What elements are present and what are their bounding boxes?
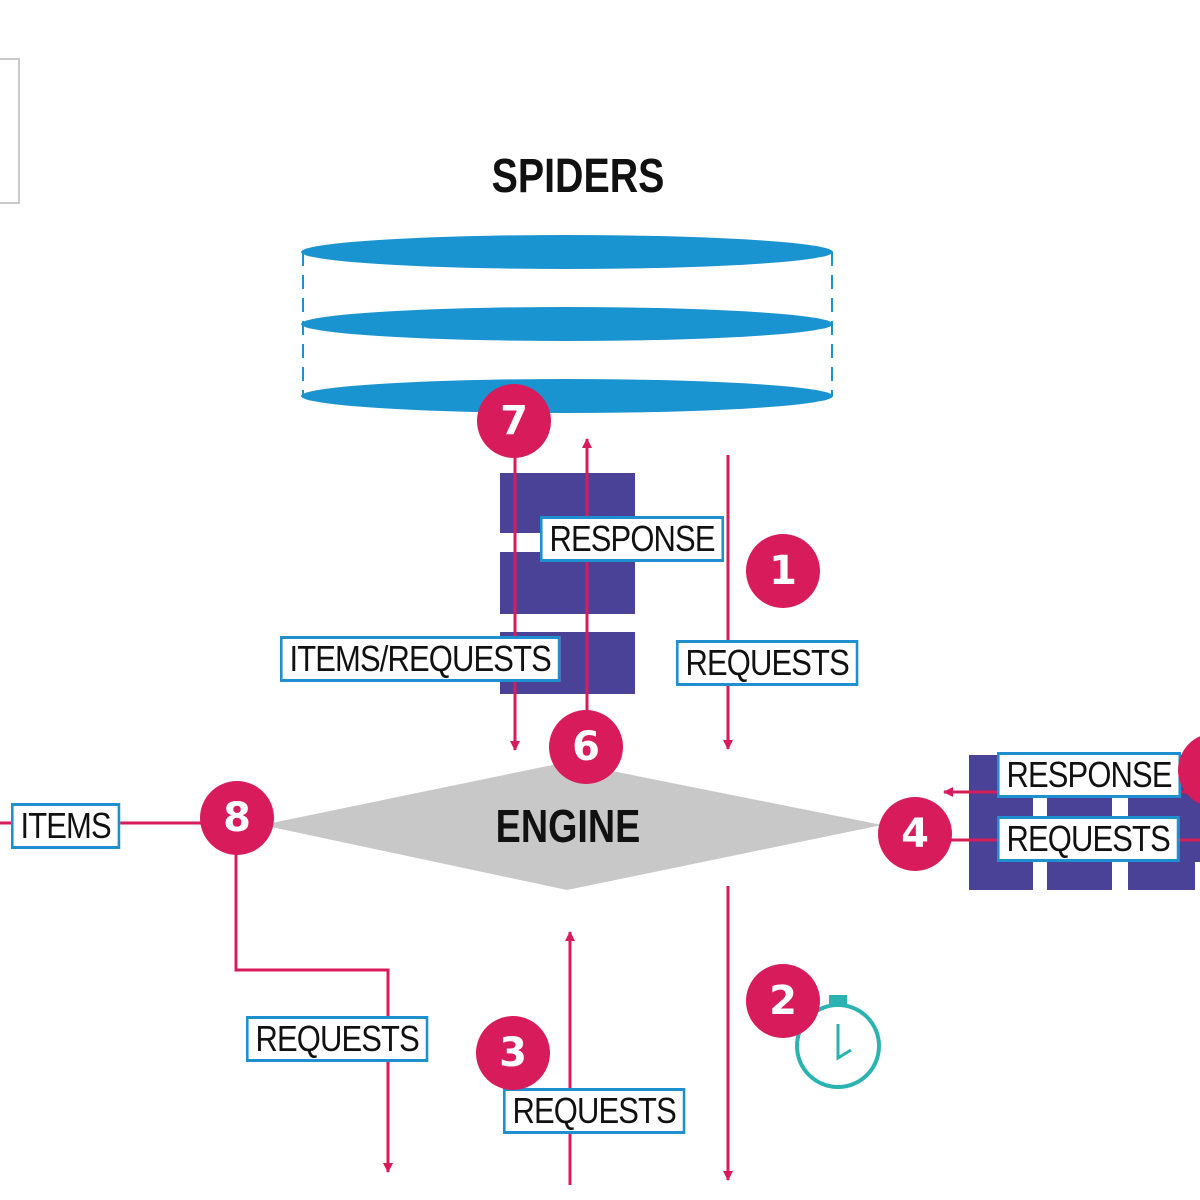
step-badge-3: 3 bbox=[476, 1016, 550, 1090]
step-badge-2: 2 bbox=[746, 964, 820, 1038]
engine-title: ENGINE bbox=[495, 800, 641, 852]
label-response-downloader: RESPONSE bbox=[997, 752, 1182, 798]
step-badge-5-partial bbox=[1178, 733, 1200, 807]
step-badge-7: 7 bbox=[477, 384, 551, 458]
arrow-requests-down bbox=[234, 840, 393, 1173]
partial-frame bbox=[0, 58, 20, 204]
stopwatch-icon bbox=[795, 995, 881, 1089]
step-badge-8: 8 bbox=[200, 781, 274, 855]
label-items-requests: ITEMS/REQUESTS bbox=[280, 636, 561, 682]
spiders-title: SPIDERS bbox=[491, 150, 665, 203]
engine-diamond bbox=[262, 762, 882, 890]
label-requests-scheduler: REQUESTS bbox=[503, 1088, 686, 1134]
step-badge-1: 1 bbox=[746, 534, 820, 608]
spider-disc-bottom bbox=[301, 379, 833, 413]
label-requests-pipeline: REQUESTS bbox=[246, 1016, 429, 1062]
label-requests-downloader: REQUESTS bbox=[997, 816, 1180, 862]
label-response-spider: RESPONSE bbox=[540, 516, 725, 562]
label-items: ITEMS bbox=[11, 803, 121, 849]
spider-disc-top bbox=[301, 235, 833, 269]
spiders-stack bbox=[301, 235, 833, 413]
step-badge-6: 6 bbox=[549, 710, 623, 784]
step-badge-4: 4 bbox=[878, 797, 952, 871]
label-start-requests: REQUESTS bbox=[676, 640, 859, 686]
spider-disc-middle bbox=[301, 307, 833, 341]
